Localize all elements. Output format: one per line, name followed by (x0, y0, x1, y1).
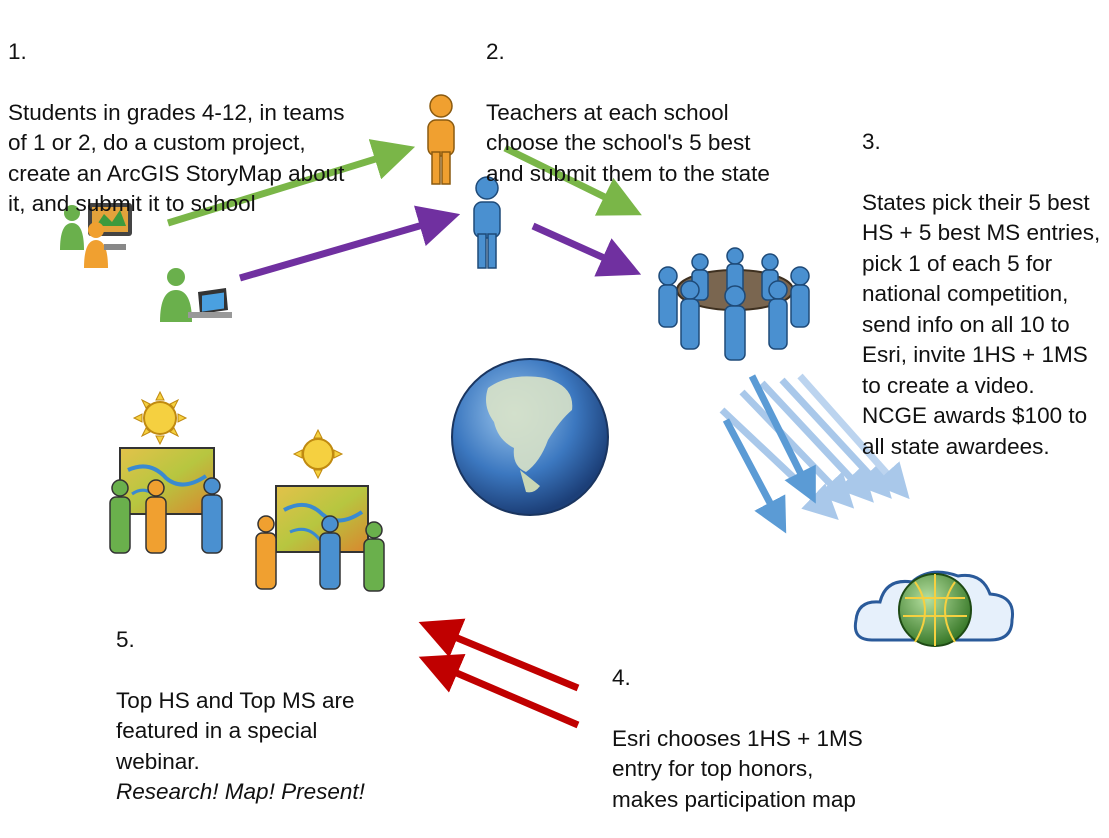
diagram-graphics (60, 94, 1015, 729)
step-1-number: 1. (8, 38, 27, 64)
globe-icon (451, 358, 609, 516)
step-1-description: Students in grades 4-12, in teams of 1 o… (8, 99, 345, 217)
student-laptop-icon (160, 268, 232, 322)
step-3-text: 3. States pick their 5 best HS + 5 best … (862, 96, 1107, 462)
map-presenters-left-icon (109, 390, 223, 554)
step-5-description: Top HS and Top MS are featured in a spec… (116, 687, 355, 774)
step-5-slogan: Research! Map! Present! (116, 779, 365, 804)
step-4-description: Esri chooses 1HS + 1MS entry for top hon… (612, 725, 863, 812)
purple-arrow-student-to-teacher (239, 205, 461, 282)
state-committee-icon (658, 247, 810, 361)
students-at-computer-icon (60, 203, 132, 268)
green-arrow-teacher-to-state (503, 144, 642, 216)
cloud-globe-icon (853, 570, 1015, 647)
map-presenters-right-icon (255, 428, 385, 592)
blue-arrows-state-to-esri (719, 373, 910, 534)
step-5-number: 5. (116, 626, 135, 652)
step-4-clip: 4. Esri chooses 1HS + 1MS entry for top … (612, 665, 863, 812)
green-arrow-students-to-teacher (166, 139, 416, 227)
teacher-blue-icon (473, 176, 501, 269)
step-1-text: 1. Students in grades 4-12, in teams of … (8, 6, 388, 220)
purple-arrow-teacher-to-state (531, 222, 642, 277)
step-2-number: 2. (486, 38, 505, 64)
step-3-number: 3. (862, 128, 881, 154)
step-5-text: 5. Top HS and Top MS are featured in a s… (116, 594, 416, 838)
teacher-orange-icon (427, 94, 455, 185)
step-2-text: 2. Teachers at each school choose the sc… (486, 6, 826, 189)
red-arrows-esri-to-webinar (418, 618, 580, 729)
step-2-description: Teachers at each school choose the schoo… (486, 99, 770, 186)
step-4-number: 4. (612, 664, 631, 690)
step-3-description: States pick their 5 best HS + 5 best MS … (862, 189, 1101, 459)
step-4-text: 4. Esri chooses 1HS + 1MS entry for top … (612, 632, 912, 815)
